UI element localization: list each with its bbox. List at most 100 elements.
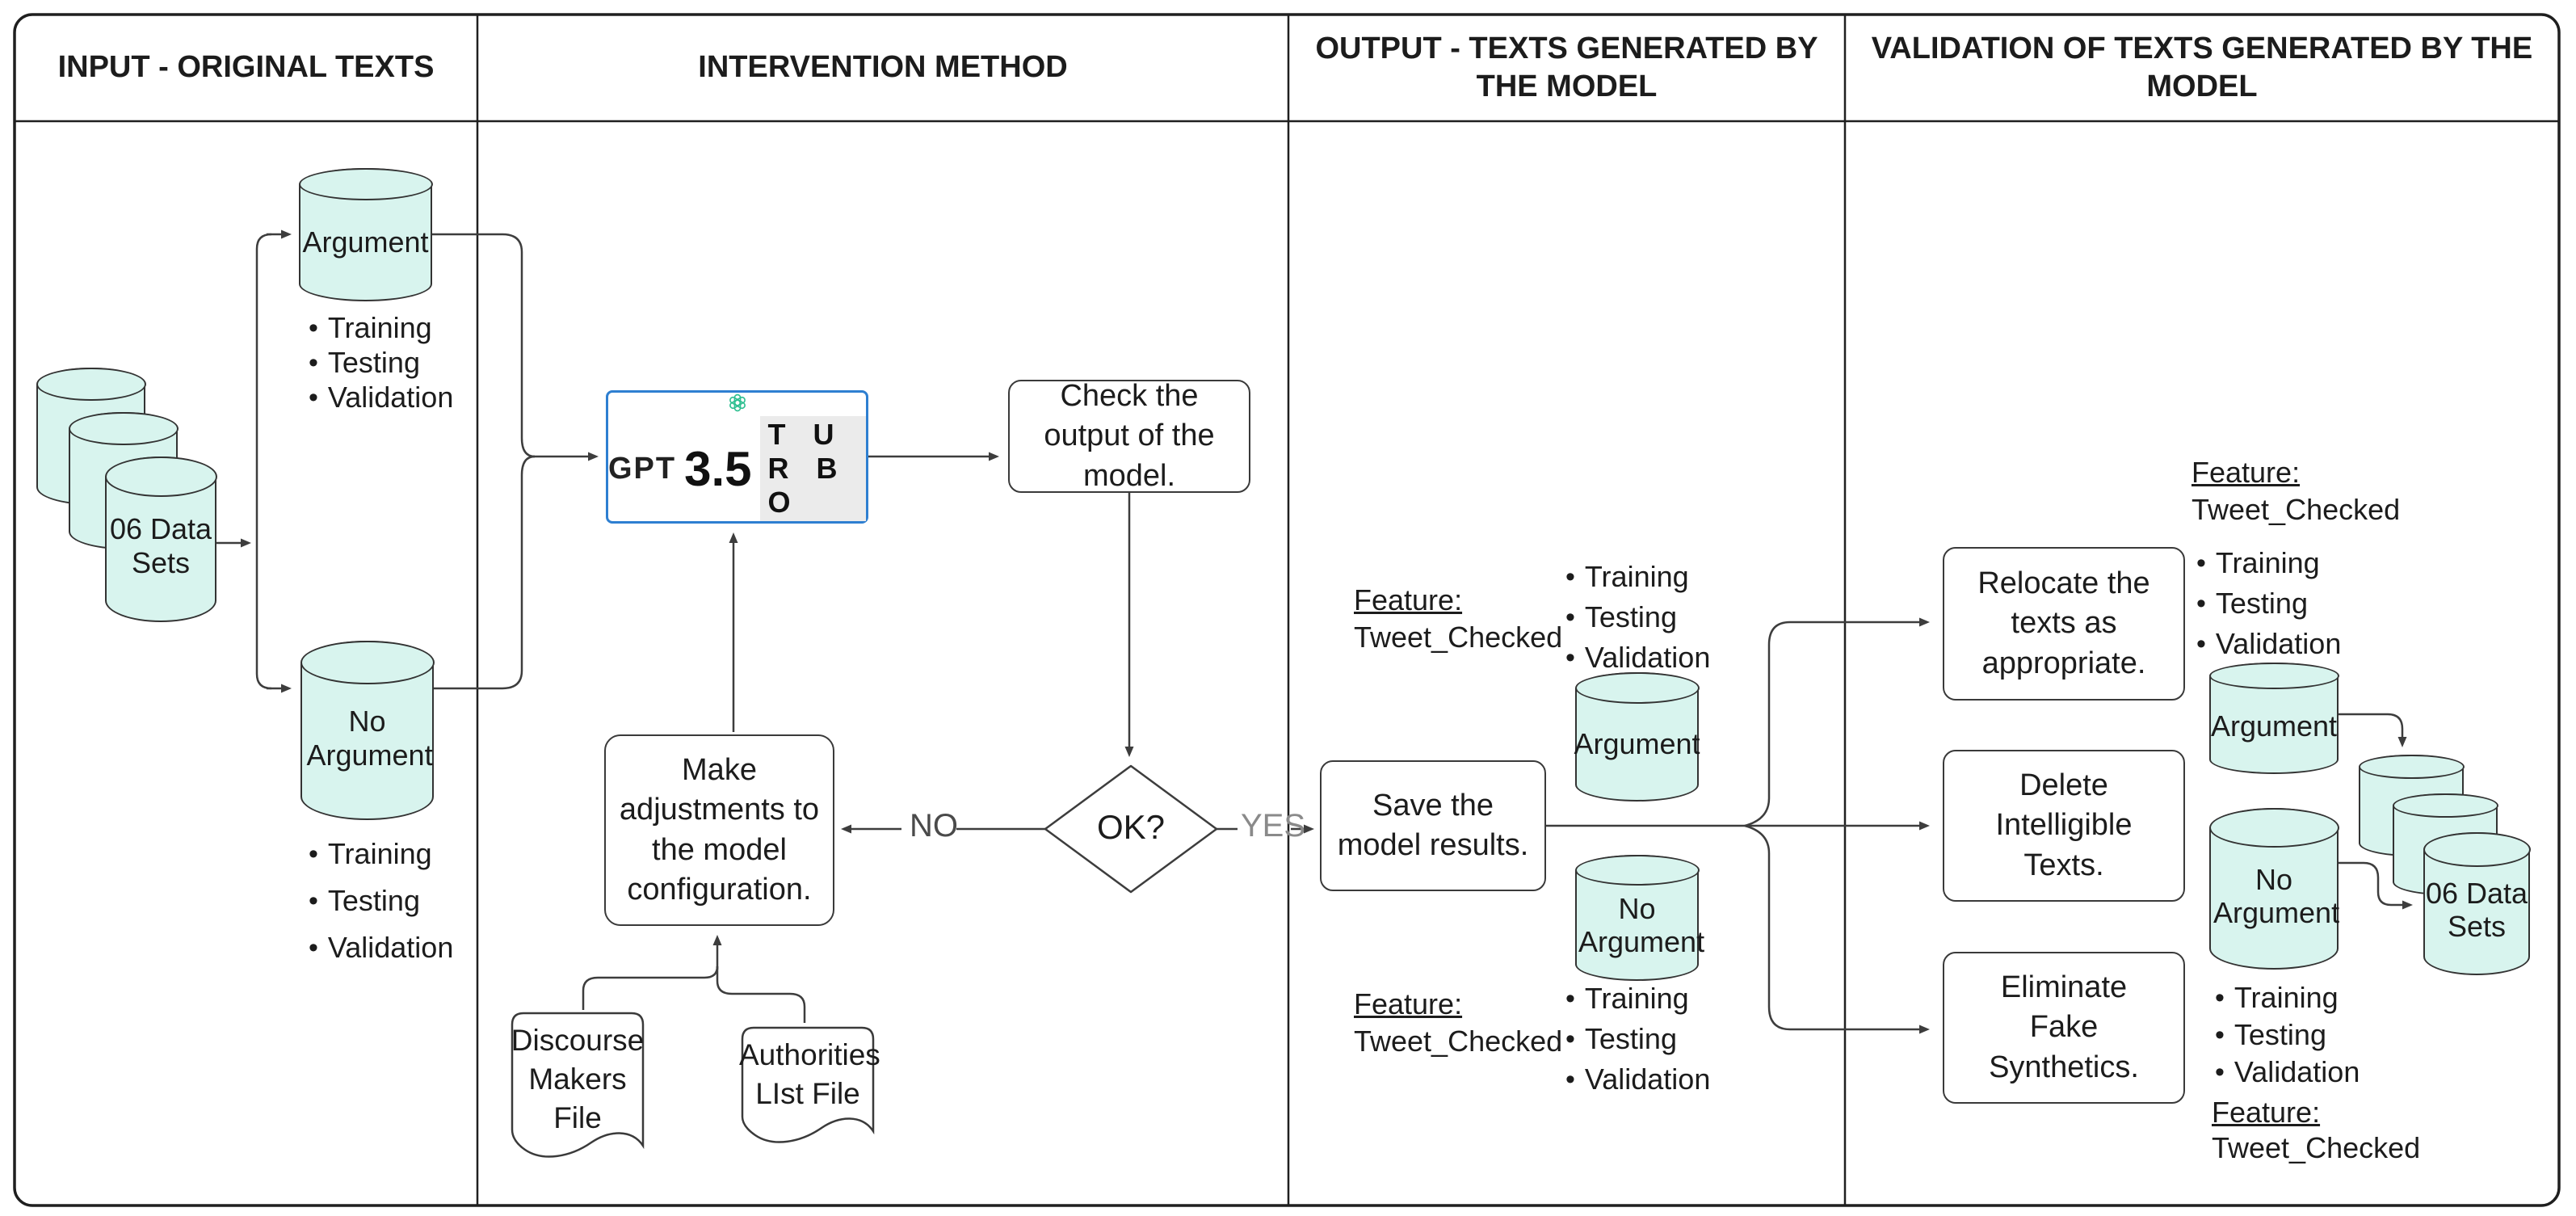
bullet-item: • Testing — [2215, 1018, 2326, 1052]
save-results-label: Save the model results. — [1337, 788, 1529, 862]
bullet-icon: • — [2196, 547, 2206, 579]
table-frame — [13, 13, 2561, 1207]
bullet-icon: • — [1565, 1023, 1575, 1054]
validation-datasets-cylinder: 06 Data Sets — [2423, 831, 2531, 975]
authorities-list-file-label: Authorities LIst File — [739, 1038, 880, 1111]
bullet-label: Training — [327, 311, 432, 344]
validation-datasets-label: 06 Data Sets — [2425, 876, 2528, 944]
split-bracket-left — [255, 233, 272, 690]
input-no-argument-cylinder: No Argument — [300, 640, 435, 820]
bullet-label: Testing — [327, 346, 420, 379]
bullet-icon: • — [309, 312, 318, 343]
header-intervention-label: INTERVENTION METHOD — [698, 50, 1068, 85]
header-validation: VALIDATION OF TEXTS GENERATED BY THE MOD… — [1845, 15, 2559, 121]
output-argument-label: Argument — [1574, 727, 1700, 761]
bullet-item: • Testing — [1565, 600, 1677, 634]
gpt-turbo-label: T U R B O — [759, 416, 866, 521]
bullet-item: • Validation — [2196, 627, 2341, 661]
gpt-label: GPT — [608, 451, 677, 486]
bullet-item: • Training — [2196, 546, 2320, 580]
branch-to-eliminate — [1744, 824, 1930, 1034]
bullet-icon: • — [309, 932, 318, 963]
bullet-label: Testing — [2234, 1018, 2326, 1051]
save-results-node: Save the model results. — [1320, 760, 1546, 891]
header-intervention: INTERVENTION METHOD — [477, 15, 1288, 121]
bullet-icon: • — [1565, 642, 1575, 673]
document-shape — [511, 1012, 645, 1158]
bullet-icon: • — [1565, 1063, 1575, 1095]
bullet-item: • Testing — [2196, 587, 2308, 621]
gpt-model-node: GPT 3.5 T U R B O — [606, 390, 868, 524]
validation-no-argument-label: No Argument — [2213, 862, 2340, 930]
bullet-item: • Testing — [1565, 1022, 1677, 1056]
relocate-texts-label: Relocate the texts as appropriate. — [1977, 566, 2150, 680]
bullet-icon: • — [2196, 587, 2206, 619]
bullet-icon: • — [1565, 561, 1575, 592]
bullet-item: • Training — [1565, 982, 1689, 1016]
delete-texts-node: Delete Intelligible Texts. — [1943, 750, 2185, 902]
flow-arrows — [216, 229, 2413, 1034]
merge-bracket-bottom — [434, 455, 536, 690]
branch-to-relocate — [1744, 617, 1930, 827]
arrow-noargument-to-stack — [2339, 861, 2413, 910]
bullet-label: Testing — [1584, 600, 1677, 633]
discourse-makers-file-label: Discourse Makers File — [511, 1024, 645, 1135]
output-feature-bottom-value: Tweet_Checked — [1354, 1025, 1563, 1058]
bullet-label: Testing — [1584, 1022, 1677, 1055]
relocate-texts-node: Relocate the texts as appropriate. — [1943, 547, 2185, 701]
bullet-item: • Validation — [2215, 1055, 2360, 1089]
output-feature-top-value: Tweet_Checked — [1354, 621, 1563, 654]
validation-argument-label: Argument — [2210, 709, 2338, 743]
bullet-icon: • — [2196, 628, 2206, 659]
input-datasets-label: 06 Data Sets — [109, 512, 212, 579]
bullet-label: Testing — [2215, 587, 2308, 620]
ok-decision-diamond — [1044, 764, 1218, 894]
arrow-argument-to-stack — [2339, 713, 2407, 747]
adjust-model-label: Make adjustments to the model configurat… — [619, 752, 820, 907]
bullet-label: Training — [1584, 560, 1689, 593]
authorities-list-file-node: Authorities LIst File — [739, 1025, 880, 1166]
eliminate-fake-label: Eliminate Fake Synthetics. — [1989, 970, 2139, 1084]
validation-feature-bottom-value: Tweet_Checked — [2212, 1131, 2421, 1164]
eliminate-fake-node: Eliminate Fake Synthetics. — [1943, 952, 2185, 1104]
bullet-icon: • — [2215, 1019, 2225, 1050]
delete-texts-label: Delete Intelligible Texts. — [1995, 768, 2133, 882]
bullet-icon: • — [1565, 601, 1575, 633]
bullet-icon: • — [309, 838, 318, 869]
bullet-item: • Validation — [1565, 1062, 1710, 1096]
bullet-item: • Training — [1565, 560, 1689, 594]
document-shape — [741, 1026, 875, 1143]
validation-argument-cylinder: Argument — [2208, 662, 2339, 774]
bullet-item: • Training — [309, 311, 432, 345]
bullet-icon: • — [2215, 1056, 2225, 1088]
discourse-makers-file-node: Discourse Makers File — [509, 1010, 646, 1180]
bullet-label: Testing — [327, 884, 420, 917]
bullet-label: Training — [2234, 981, 2339, 1014]
bullet-icon: • — [1565, 982, 1575, 1014]
bullet-item: • Testing — [309, 884, 420, 918]
output-argument-cylinder: Argument — [1574, 671, 1700, 802]
input-datasets-cylinder: 06 Data Sets — [104, 456, 217, 622]
bullet-label: Validation — [1584, 641, 1711, 674]
bullet-item: • Validation — [309, 931, 453, 965]
output-feature-bottom-label: Feature: — [1354, 987, 1463, 1020]
bullet-label: Validation — [327, 381, 454, 414]
no-edge-label: NO — [910, 808, 958, 844]
ok-decision-label: OK? — [1096, 808, 1166, 846]
bullet-label: Validation — [327, 931, 454, 964]
validation-feature-top-label: Feature: — [2191, 456, 2301, 489]
input-argument-cylinder: Argument — [298, 167, 433, 301]
validation-no-argument-cylinder: No Argument — [2208, 807, 2340, 970]
bullet-item: • Validation — [1565, 641, 1710, 675]
adjust-model-node: Make adjustments to the model configurat… — [604, 734, 834, 926]
bullet-icon: • — [309, 381, 318, 413]
check-output-node: Check the output of the model. — [1008, 379, 1250, 493]
header-input: INPUT - ORIGINAL TEXTS — [15, 15, 477, 121]
output-feature-top-label: Feature: — [1354, 583, 1463, 616]
gpt-version-label: 3.5 — [684, 441, 752, 496]
bullet-label: Training — [1584, 982, 1689, 1015]
input-no-argument-label: No Argument — [306, 705, 433, 772]
bullet-icon: • — [2215, 982, 2225, 1013]
bullet-label: Training — [2215, 546, 2320, 579]
